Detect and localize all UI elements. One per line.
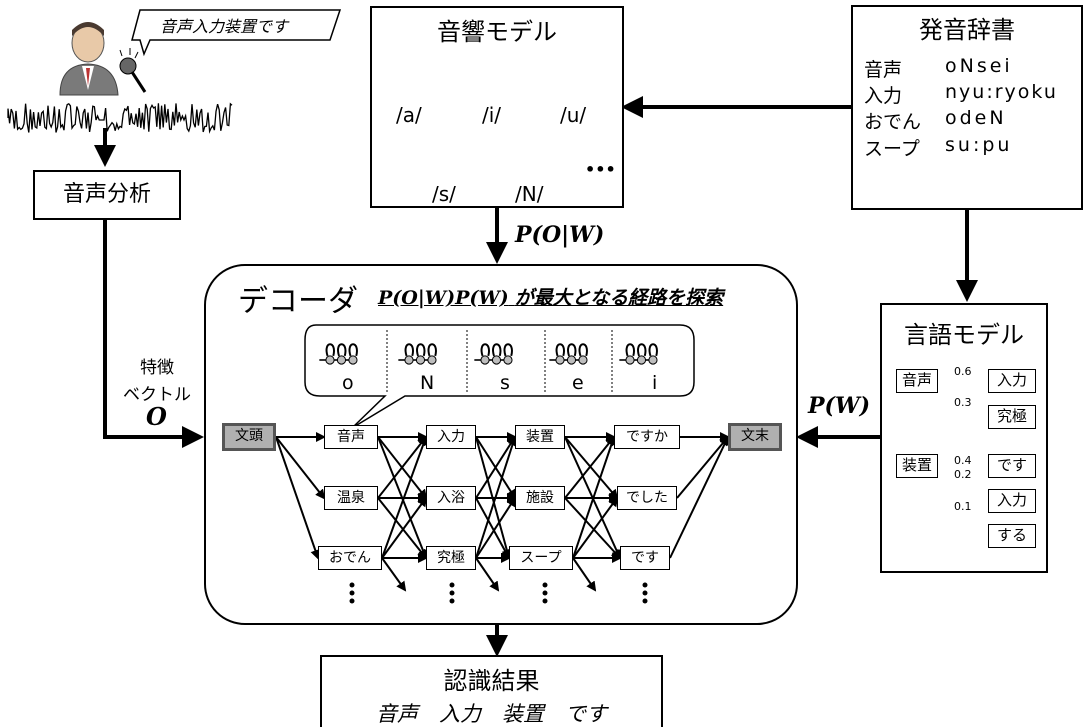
dict-word-1: 音声 [864,55,902,82]
speech-analysis-box: 音声分析 [33,170,181,220]
lattice-node: 音声 [324,425,378,449]
hmm-state [405,356,413,364]
speech-bubble-text: 音声入力装置です [160,13,288,37]
feature-label-line1: 特徴 [140,353,174,378]
hmm-state [626,356,634,364]
hmm-state [567,356,575,364]
dict-reading-4: su:pu [945,134,1012,156]
lm-node-nyuryoku: 入力 [988,369,1036,393]
lattice-end-node: 文末 [728,423,782,451]
strip-phoneme-o: o [342,372,354,394]
hmm-state [481,356,489,364]
hmm-state [579,356,587,364]
phoneme-more: ••• [585,160,616,179]
dict-word-3: おでん [864,107,921,134]
acoustic-model-title: 音響モデル [372,12,622,47]
hmm-state [504,356,512,364]
strip-phoneme-N: N [420,372,434,394]
hmm-state [492,356,500,364]
dict-reading-1: oNsei [945,55,1013,77]
lm-prob-label: 0.1 [954,500,972,513]
hmm-state [637,356,645,364]
lattice-node: 温泉 [324,486,378,510]
decoder-caption-formula: P(O|W)P(W) [378,287,509,309]
phoneme-label-i: /i/ [482,103,501,127]
hmm-state [428,356,436,364]
decoder-title: デコーダ [238,276,358,320]
lm-node-onsei: 音声 [896,369,938,393]
speech-analysis-label: 音声分析 [35,172,179,218]
lattice-node: 装置 [515,425,565,449]
recognition-result-words: 音声 入力 装置 です [322,698,661,728]
strip-phoneme-s: s [500,372,510,394]
dict-reading-3: odeN [945,107,1007,129]
phoneme-label-s: /s/ [432,182,456,206]
lm-node-souchi: 装置 [896,454,938,478]
hmm-state [556,356,564,364]
lattice-node: おでん [318,546,382,570]
lattice-node: 入力 [426,425,476,449]
phoneme-label-a: /a/ [396,103,422,127]
microphone-icon [120,48,145,92]
p-o-given-w-label: P(O|W) [515,222,604,248]
feature-symbol: O [146,402,167,431]
lattice-node: でした [617,486,677,510]
lm-prob-label: 0.2 [954,468,972,481]
decoder-caption: P(O|W)P(W) が最大となる経路を探索 [378,283,723,310]
lattice-node: スープ [509,546,573,570]
lm-prob-label: 0.3 [954,396,972,409]
lm-node-kyukyoku: 究極 [988,405,1036,429]
lm-prob-label: 0.6 [954,365,972,378]
recognition-result-title: 認識結果 [322,661,661,696]
hmm-state [416,356,424,364]
strip-phoneme-i: i [652,372,657,394]
dict-word-2: 入力 [864,81,902,108]
hmm-state [649,356,657,364]
phoneme-label-u: /u/ [560,103,586,127]
lm-node-nyuryoku-2: 入力 [988,489,1036,513]
lattice-node: です [620,546,670,570]
speech-waveform-icon [8,103,232,132]
lattice-node: 究極 [426,546,476,570]
lattice-node: 施設 [515,486,565,510]
lattice-node: ですか [614,425,680,449]
hmm-state [326,356,334,364]
recognition-result-box: 認識結果 音声 入力 装置 です [320,655,663,727]
lattice-node: 入浴 [426,486,476,510]
phoneme-label-N: /N/ [515,182,543,206]
hmm-state [349,356,357,364]
language-model-title: 言語モデル [882,315,1046,350]
lm-prob-label: 0.4 [954,454,972,467]
dict-word-4: スープ [864,134,920,161]
p-w-label: P(W) [808,393,870,419]
lm-node-desu: です [988,454,1036,478]
decoder-caption-text: が最大となる経路を探索 [515,287,723,309]
pronunciation-dict-title: 発音辞書 [853,10,1081,45]
lm-node-suru: する [988,524,1036,548]
dict-reading-2: nyu:ryoku [945,81,1058,103]
strip-phoneme-e: e [572,372,584,394]
hmm-state [337,356,345,364]
speaker-avatar-icon [60,22,118,95]
lattice-start-node: 文頭 [222,423,276,451]
